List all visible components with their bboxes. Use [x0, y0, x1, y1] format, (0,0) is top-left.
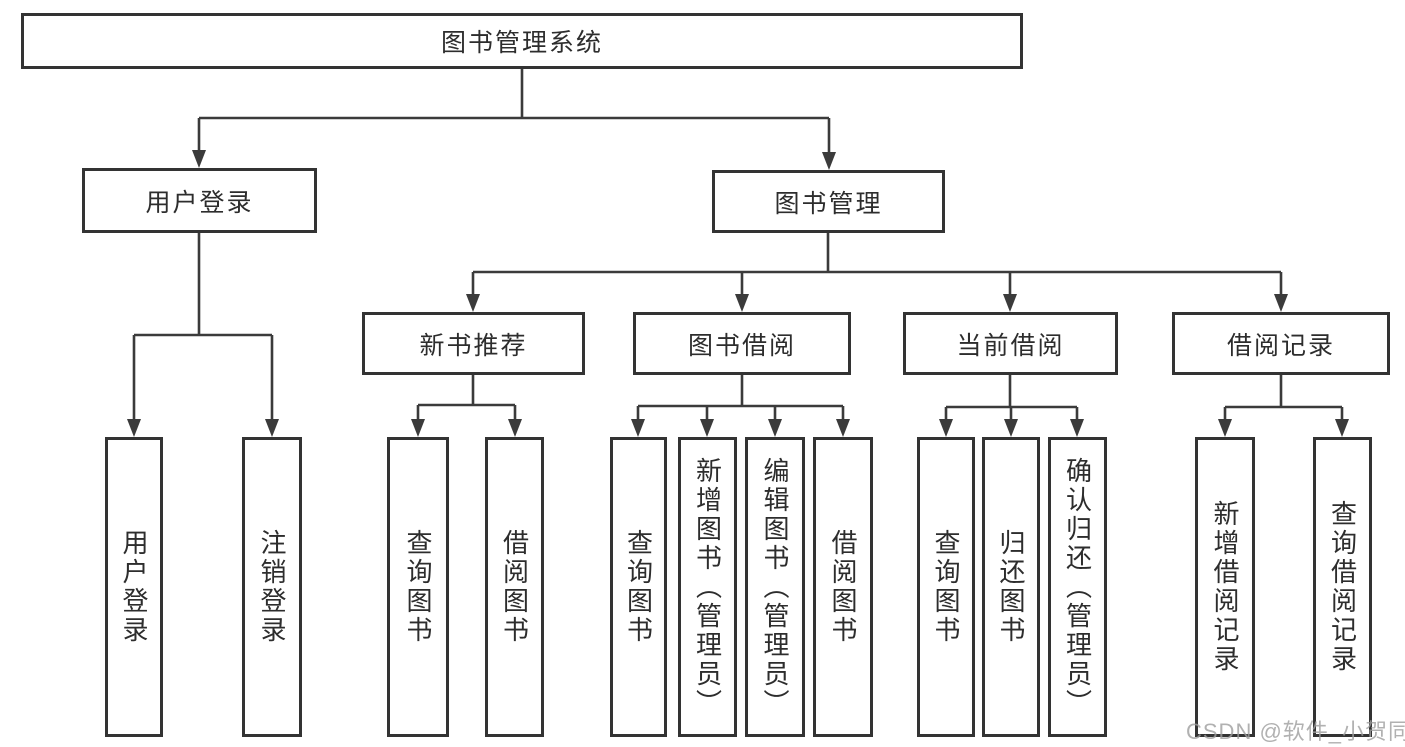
node-new-book-recommend: 新书推荐: [362, 312, 585, 375]
leaf-return-books: 归还图书: [982, 437, 1040, 737]
leaf-label: 注销登录: [257, 529, 287, 645]
leaf-add-borrow-record: 新增借阅记录: [1195, 437, 1255, 737]
leaf-label: 查询图书: [623, 529, 654, 645]
node-book-management-label: 图书管理: [774, 189, 883, 218]
leaf-borrow-books: 借阅图书: [813, 437, 873, 737]
node-current-borrow-label: 当前借阅: [956, 331, 1065, 360]
node-new-book-recommend-label: 新书推荐: [419, 331, 528, 360]
leaf-add-books-admin: 新增图书（管理员）: [678, 437, 737, 737]
leaf-label: 查询图书: [403, 529, 433, 645]
leaf-query-books-recommend: 查询图书: [387, 437, 449, 737]
leaf-label: 查询借阅记录: [1327, 500, 1358, 674]
leaf-user-login: 用户登录: [105, 437, 163, 737]
node-root-label: 图书管理系统: [440, 29, 603, 57]
node-book-borrow-label: 图书借阅: [687, 331, 796, 360]
leaf-label: 新增借阅记录: [1210, 500, 1240, 674]
csdn-watermark: CSDN @软件_小贺同学: [1186, 719, 1405, 744]
node-user-login: 用户登录: [82, 168, 317, 233]
node-book-borrow: 图书借阅: [633, 312, 851, 375]
leaf-query-books-borrow: 查询图书: [610, 437, 667, 737]
leaf-borrow-books-recommend: 借阅图书: [485, 437, 544, 737]
arrowheads: [127, 150, 1349, 437]
leaf-label: 编辑图书（管理员）: [760, 456, 790, 718]
leaf-query-borrow-record: 查询借阅记录: [1313, 437, 1372, 737]
node-borrow-records: 借阅记录: [1172, 312, 1390, 375]
leaf-edit-books-admin: 编辑图书（管理员）: [745, 437, 805, 737]
leaf-confirm-return-admin: 确认归还（管理员）: [1048, 437, 1107, 737]
leaf-label: 借阅图书: [828, 529, 858, 645]
leaf-label: 确认归还（管理员）: [1062, 456, 1093, 718]
node-book-management: 图书管理: [712, 170, 945, 233]
leaf-label: 借阅图书: [499, 529, 530, 645]
node-current-borrow: 当前借阅: [903, 312, 1118, 375]
leaf-logout: 注销登录: [242, 437, 302, 737]
node-borrow-records-label: 借阅记录: [1226, 331, 1335, 360]
leaf-label: 归还图书: [996, 529, 1026, 645]
leaf-label: 用户登录: [119, 529, 149, 645]
leaf-query-books-current: 查询图书: [917, 437, 975, 737]
leaf-label: 查询图书: [931, 529, 961, 645]
node-user-login-label: 用户登录: [145, 188, 254, 217]
node-root-library-system: 图书管理系统: [21, 13, 1023, 69]
leaf-label: 新增图书（管理员）: [692, 456, 723, 718]
